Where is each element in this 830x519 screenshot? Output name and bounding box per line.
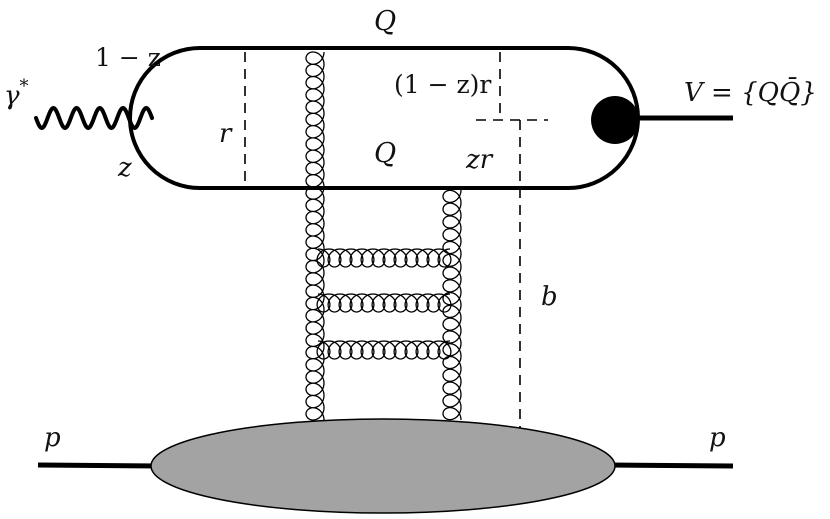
vector-meson-label: V = {QQ̄}	[684, 76, 817, 108]
q-label: Q	[374, 138, 396, 169]
gluon-right-vertical	[442, 189, 462, 421]
r-label: r	[219, 119, 233, 149]
gluon-left-vertical	[305, 51, 325, 421]
proton-blob	[150, 418, 616, 514]
photon-line	[34, 105, 154, 131]
qbar-bar-label: ¯	[381, 0, 393, 22]
z-label: z	[117, 153, 132, 183]
gluon-rung-bottom	[316, 340, 452, 360]
proton-in-line	[37, 462, 161, 469]
photon-label: γ*	[4, 76, 29, 111]
one-minus-z-r-label: (1 − z)r	[394, 70, 491, 99]
proton-out-line	[609, 462, 734, 469]
gluon-rung-middle	[316, 293, 452, 313]
qbar-label: Q	[374, 6, 396, 37]
proton-in-label: p	[44, 423, 61, 453]
zr-label: zr	[465, 145, 494, 175]
gluon-rung-top	[316, 248, 452, 268]
proton-out-label: p	[709, 423, 726, 453]
one-minus-z-label: 1 − z	[95, 43, 161, 72]
b-label: b	[541, 282, 558, 312]
gluon-ladder	[305, 51, 462, 421]
dipole-loop	[128, 46, 640, 190]
vertex-blob	[591, 96, 639, 144]
